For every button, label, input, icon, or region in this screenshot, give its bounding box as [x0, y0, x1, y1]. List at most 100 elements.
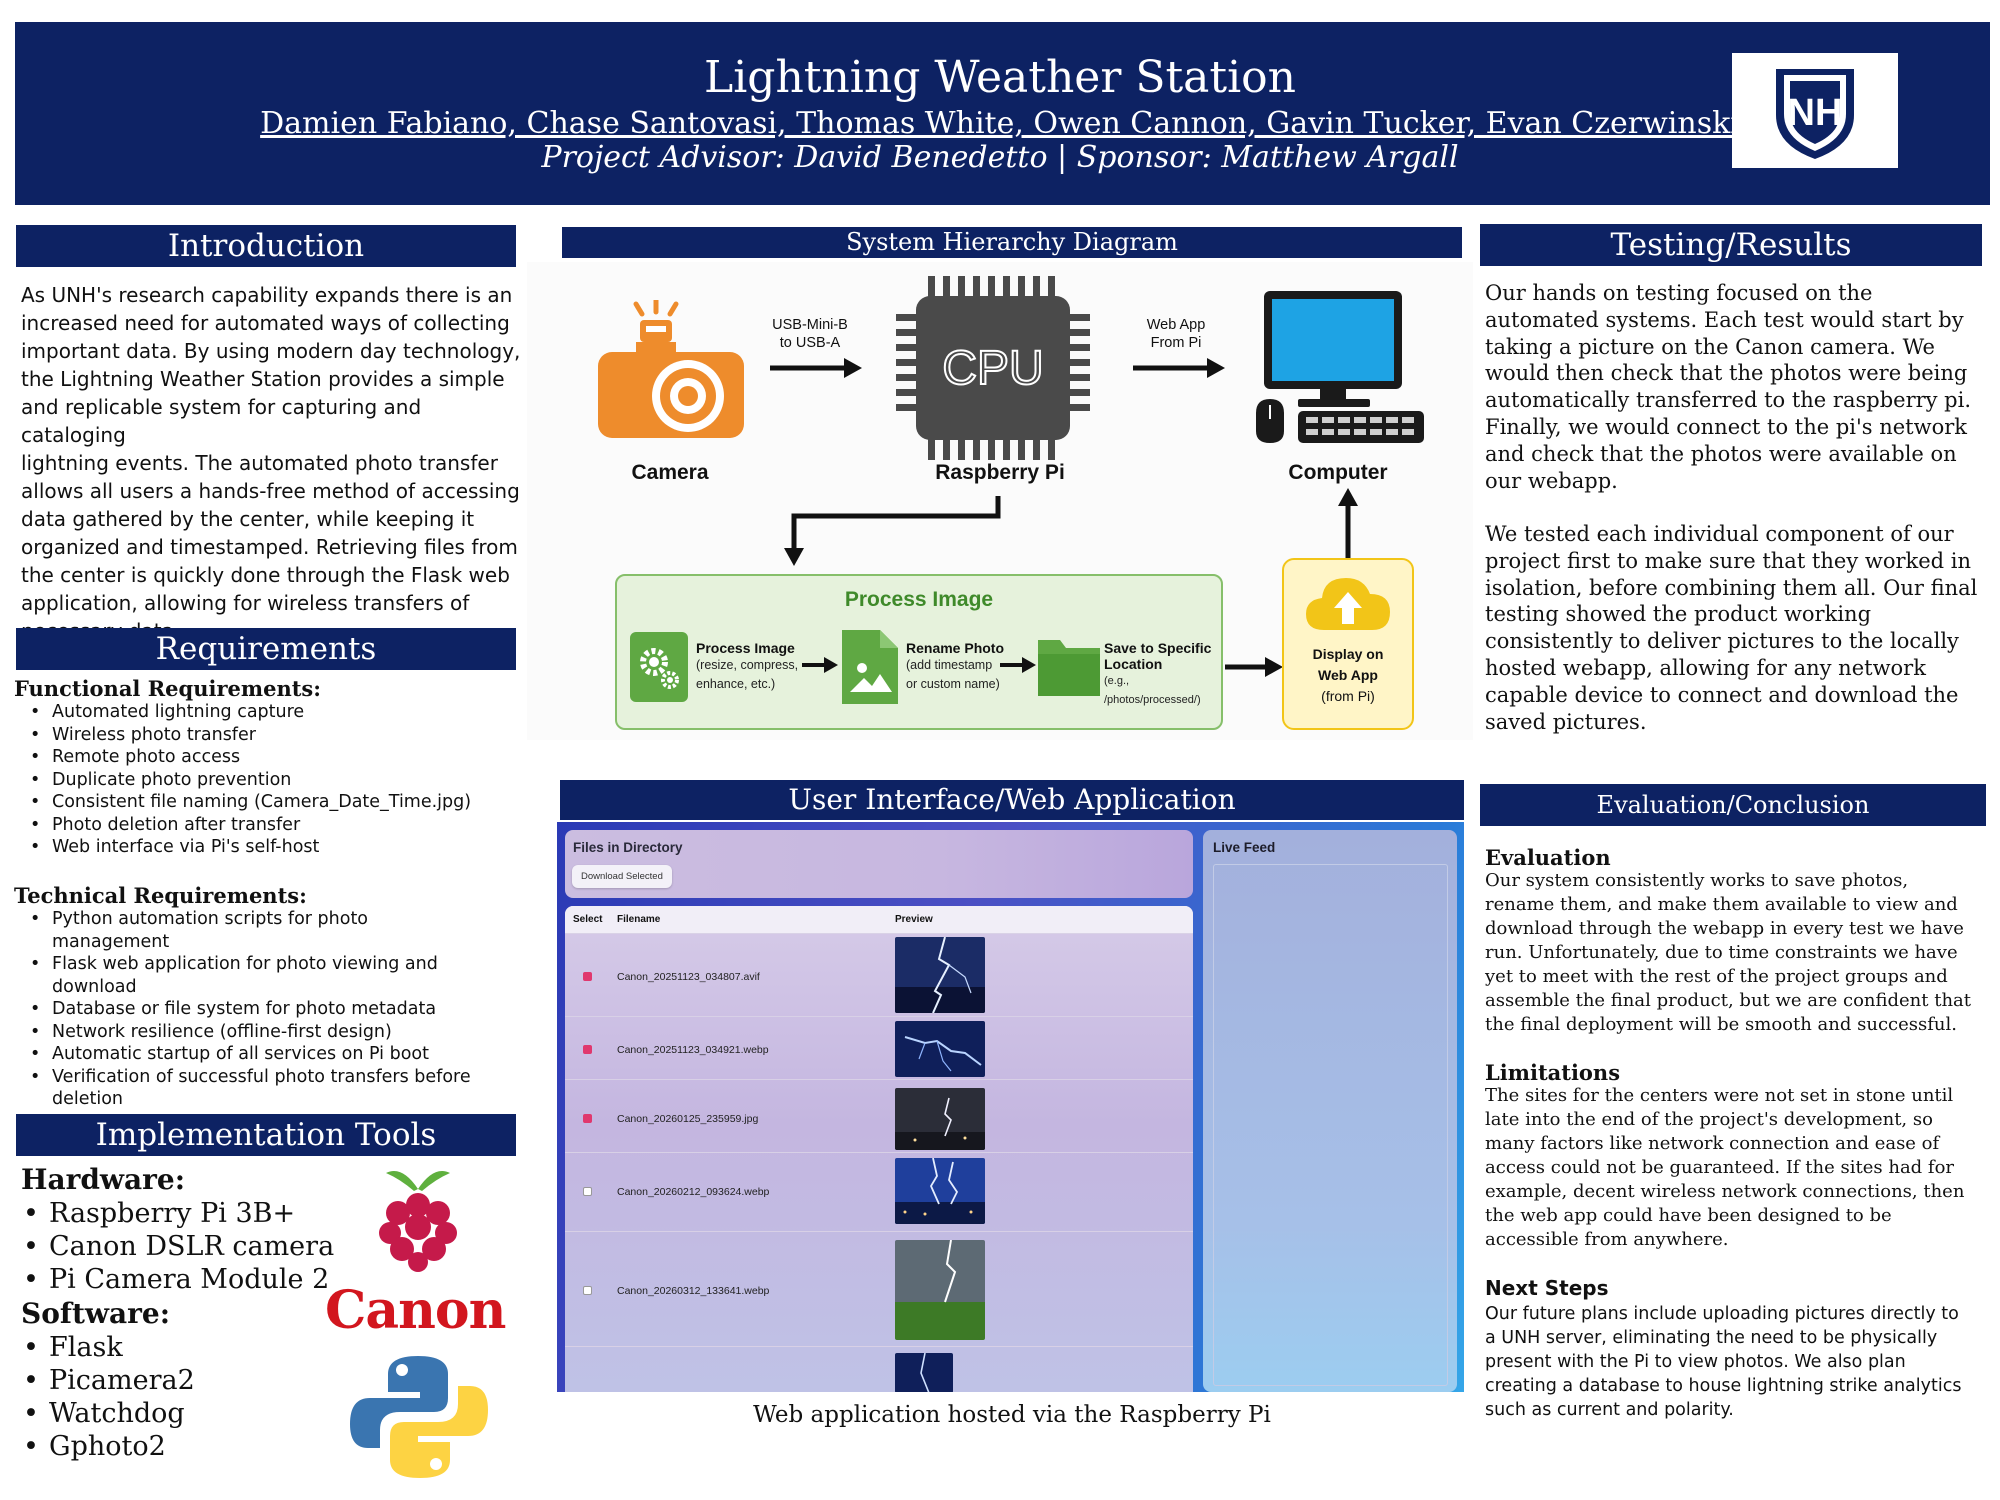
gears-icon	[630, 632, 688, 702]
lightning-thumbnail[interactable]	[895, 937, 985, 1013]
svg-text:CPU: CPU	[942, 342, 1043, 395]
list-item: Automatic startup of all services on Pi …	[14, 1043, 484, 1066]
functional-requirements-title: Functional Requirements:	[14, 676, 322, 701]
col-preview-header: Preview	[895, 914, 933, 925]
list-item: Wireless photo transfer	[14, 724, 514, 747]
python-logo-icon	[350, 1356, 488, 1478]
limitations-subtitle: Limitations	[1485, 1060, 1621, 1085]
arrow-right-icon	[1000, 657, 1036, 673]
web-application-heading: User Interface/Web Application	[560, 780, 1464, 820]
computer-icon	[1256, 291, 1424, 443]
col-filename-header: Filename	[617, 914, 661, 925]
list-item: Python automation scripts for photo mana…	[14, 908, 484, 953]
table-row[interactable]	[565, 1154, 1193, 1232]
row-checkbox[interactable]	[583, 1114, 592, 1123]
cloud-upload-icon	[1306, 578, 1390, 630]
arrow-down-connector	[784, 496, 1001, 566]
list-item: Pi Camera Module 2	[21, 1263, 334, 1296]
col-select-header: Select	[573, 914, 603, 925]
list-item: Automated lightning capture	[14, 701, 514, 724]
functional-requirements-list: Automated lightning capture Wireless pho…	[14, 701, 514, 859]
row-filename: Canon_20251123_034807.avif	[617, 971, 760, 983]
lightning-thumbnail[interactable]	[895, 1088, 985, 1150]
arrow-up-icon	[1338, 488, 1358, 558]
live-feed-panel	[1203, 830, 1457, 1392]
row-filename: Canon_20260312_133641.webp	[617, 1285, 770, 1297]
step-process-image: Process Image (resize, compress, enhance…	[696, 640, 799, 691]
camera-icon	[598, 300, 744, 438]
poster-title: Lightning Weather Station	[703, 52, 1296, 103]
testing-paragraph-2: We tested each individual component of o…	[1485, 522, 1978, 734]
hardware-list: Raspberry Pi 3B+ Canon DSLR camera Pi Ca…	[21, 1197, 334, 1296]
list-item: Duplicate photo prevention	[14, 769, 514, 792]
unh-logo: NH	[1732, 53, 1898, 168]
table-row[interactable]	[565, 1018, 1193, 1080]
list-item: Flask	[21, 1331, 195, 1364]
list-item: Web interface via Pi's self-host	[14, 836, 514, 859]
row-checkbox[interactable]	[583, 972, 592, 981]
row-filename: Canon_20251123_034921.webp	[617, 1044, 769, 1056]
next-steps-text: Our future plans include uploading pictu…	[1485, 1304, 1962, 1420]
table-header	[565, 906, 1193, 934]
step-rename-photo: Rename Photo (add timestamp or custom na…	[906, 640, 1005, 691]
step-save-location: Save to Specific Location (e.g., /photos…	[1104, 640, 1212, 706]
evaluation-heading: Evaluation/Conclusion	[1480, 784, 1986, 826]
software-title: Software:	[21, 1297, 171, 1330]
title-banner	[15, 22, 1990, 205]
list-item: Canon DSLR camera	[21, 1230, 334, 1263]
row-checkbox[interactable]	[583, 1187, 592, 1196]
image-file-icon	[842, 630, 898, 704]
list-item: Remote photo access	[14, 746, 514, 769]
row-checkbox[interactable]	[583, 1286, 592, 1295]
unh-shield-icon: NH	[1776, 69, 1854, 159]
lightning-thumbnail[interactable]	[895, 1353, 953, 1392]
list-item: Picamera2	[21, 1364, 195, 1397]
lightning-thumbnail[interactable]	[895, 1240, 985, 1340]
lightning-thumbnail[interactable]	[895, 1021, 985, 1077]
live-feed-title: Live Feed	[1213, 840, 1276, 855]
process-image-box	[615, 574, 1223, 730]
arrow-right-icon	[1133, 358, 1225, 378]
files-panel-title: Files in Directory	[573, 840, 683, 855]
software-list: Flask Picamera2 Watchdog Gphoto2	[21, 1331, 195, 1463]
list-item: Gphoto2	[21, 1430, 195, 1463]
system-diagram-heading: System Hierarchy Diagram	[562, 227, 1462, 258]
list-item: Watchdog	[21, 1397, 195, 1430]
folder-icon	[1038, 640, 1100, 696]
introduction-text: As UNH's research capability expands the…	[21, 283, 521, 643]
arrow-right-icon	[802, 657, 838, 673]
computer-label: Computer	[1288, 461, 1388, 484]
author-list: Damien Fabiano, Chase Santovasi, Thomas …	[260, 106, 1740, 141]
lightning-thumbnail[interactable]	[895, 1158, 985, 1224]
testing-results-heading: Testing/Results	[1480, 224, 1982, 266]
hardware-title: Hardware:	[21, 1163, 186, 1196]
table-row[interactable]	[565, 1233, 1193, 1347]
list-item: Flask web application for photo viewing …	[14, 953, 484, 998]
table-row[interactable]	[565, 1081, 1193, 1153]
row-filename: Canon_20260212_093624.webp	[617, 1186, 770, 1198]
testing-paragraph-1: Our hands on testing focused on the auto…	[1485, 281, 1972, 493]
next-steps-subtitle: Next Steps	[1485, 1276, 1609, 1300]
row-checkbox[interactable]	[583, 1045, 592, 1054]
arrow-right-icon	[1225, 657, 1283, 677]
display-web-app-label: Display on Web App (from Pi)	[1312, 646, 1384, 704]
evaluation-text: Our system consistently works to save ph…	[1485, 870, 1972, 1035]
raspberry-pi-logo-icon	[379, 1171, 457, 1272]
list-item: Consistent file naming (Camera_Date_Time…	[14, 791, 514, 814]
limitations-text: The sites for the centers were not set i…	[1485, 1085, 1965, 1250]
download-selected-button[interactable]: Download Selected	[572, 865, 672, 888]
list-item: Raspberry Pi 3B+	[21, 1197, 334, 1230]
technical-requirements-list: Python automation scripts for photo mana…	[14, 908, 484, 1111]
process-image-title: Process Image	[844, 588, 994, 611]
cpu-chip-icon: CPU	[896, 276, 1090, 460]
list-item: Photo deletion after transfer	[14, 814, 514, 837]
advisor-line: Project Advisor: David Benedetto | Spons…	[541, 140, 1459, 175]
raspberry-pi-label: Raspberry Pi	[935, 461, 1065, 484]
list-item: Database or file system for photo metada…	[14, 998, 484, 1021]
camera-label: Camera	[631, 461, 709, 484]
files-table: Select Filename Preview Canon_20251123_0…	[565, 906, 1193, 1392]
table-row[interactable]	[565, 935, 1193, 1017]
web-app-screenshot: Files in Directory Download Selected Sel…	[557, 822, 1464, 1392]
